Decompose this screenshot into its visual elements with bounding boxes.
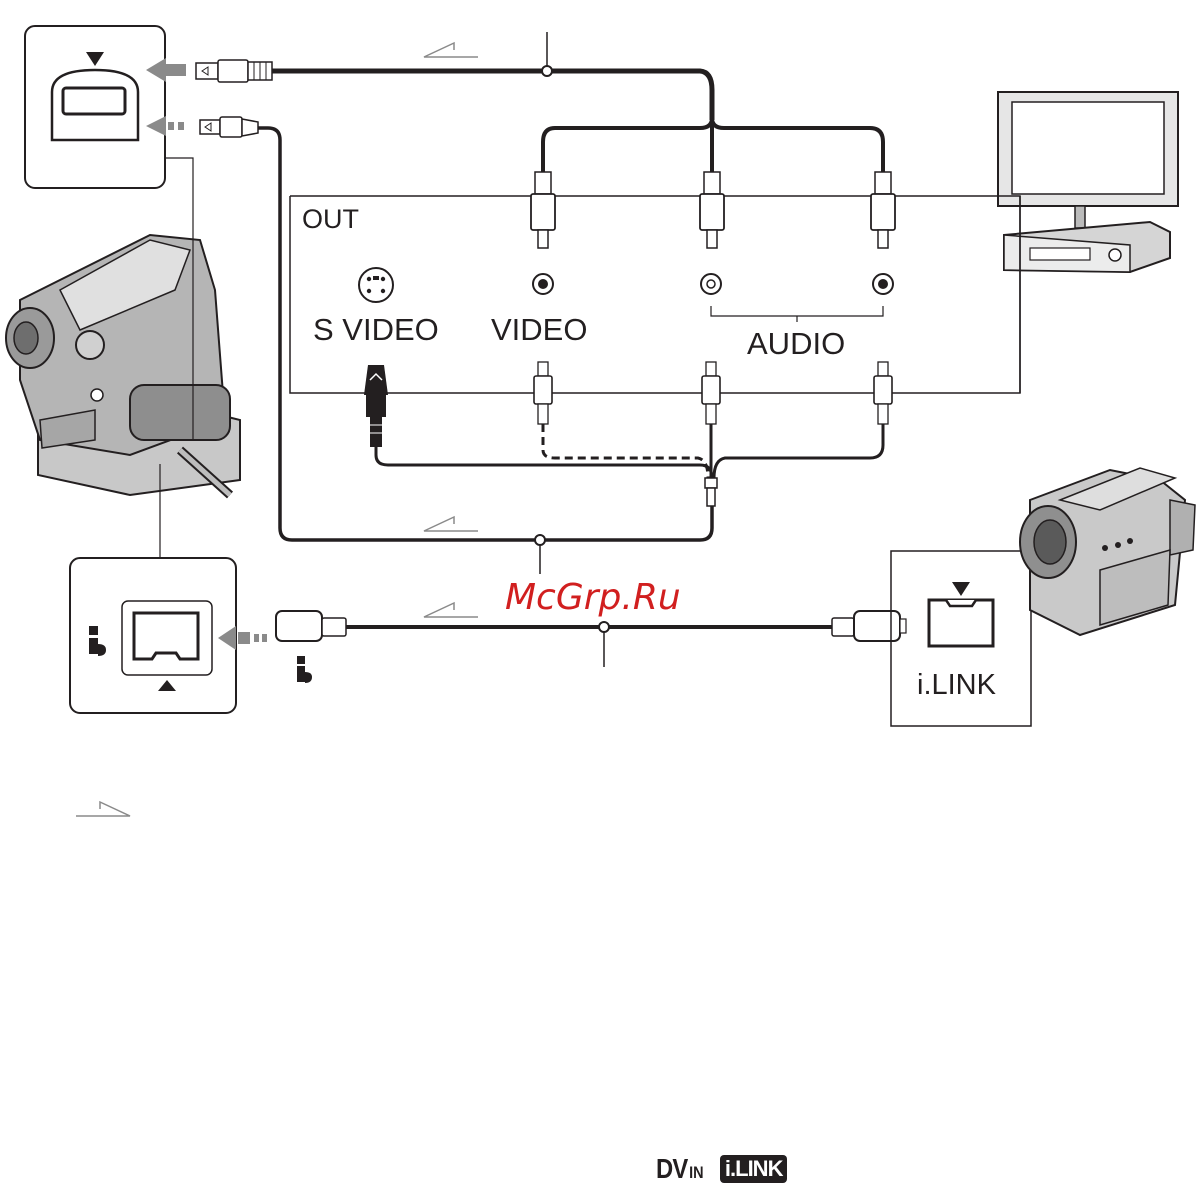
vcr	[1004, 222, 1170, 272]
rca-plug-video-top	[531, 172, 555, 248]
rca-plug-audio-right-top	[871, 172, 895, 248]
ilink-symbol-cable	[297, 656, 312, 683]
out-label: OUT	[302, 204, 359, 234]
audio-label: AUDIO	[747, 326, 845, 361]
ilink-label: i.LINK	[917, 669, 997, 701]
audio-left-jack	[701, 274, 721, 294]
vcr-out-panel: OUT S VIDEO VIDEO AUDIO	[290, 196, 1020, 393]
ilink-jack-callout	[70, 558, 267, 713]
tv	[998, 92, 1178, 228]
a-v-jack-callout	[25, 26, 186, 188]
rca-plug-audio-left-top	[700, 172, 724, 248]
camcorder-main	[6, 235, 240, 495]
s-video-plug	[364, 365, 388, 447]
watermark: McGrp.Ru	[505, 577, 681, 618]
rca-plug-audio-right-bottom	[874, 362, 892, 424]
video-jack	[533, 274, 553, 294]
rca-plug-video-bottom	[534, 362, 552, 424]
audio-right-jack	[873, 274, 893, 294]
camcorder-source	[1020, 468, 1195, 635]
ilink-port-callout-right: i.LINK	[891, 551, 1031, 726]
s-video-jack	[359, 268, 393, 302]
ilink-cable	[276, 611, 906, 683]
av-cable	[196, 32, 883, 174]
rca-plug-audio-left-bottom	[702, 362, 720, 424]
video-label: VIDEO	[491, 312, 587, 347]
ilink-logo: i.LINK	[720, 1155, 788, 1183]
s-video-label: S VIDEO	[313, 312, 439, 347]
